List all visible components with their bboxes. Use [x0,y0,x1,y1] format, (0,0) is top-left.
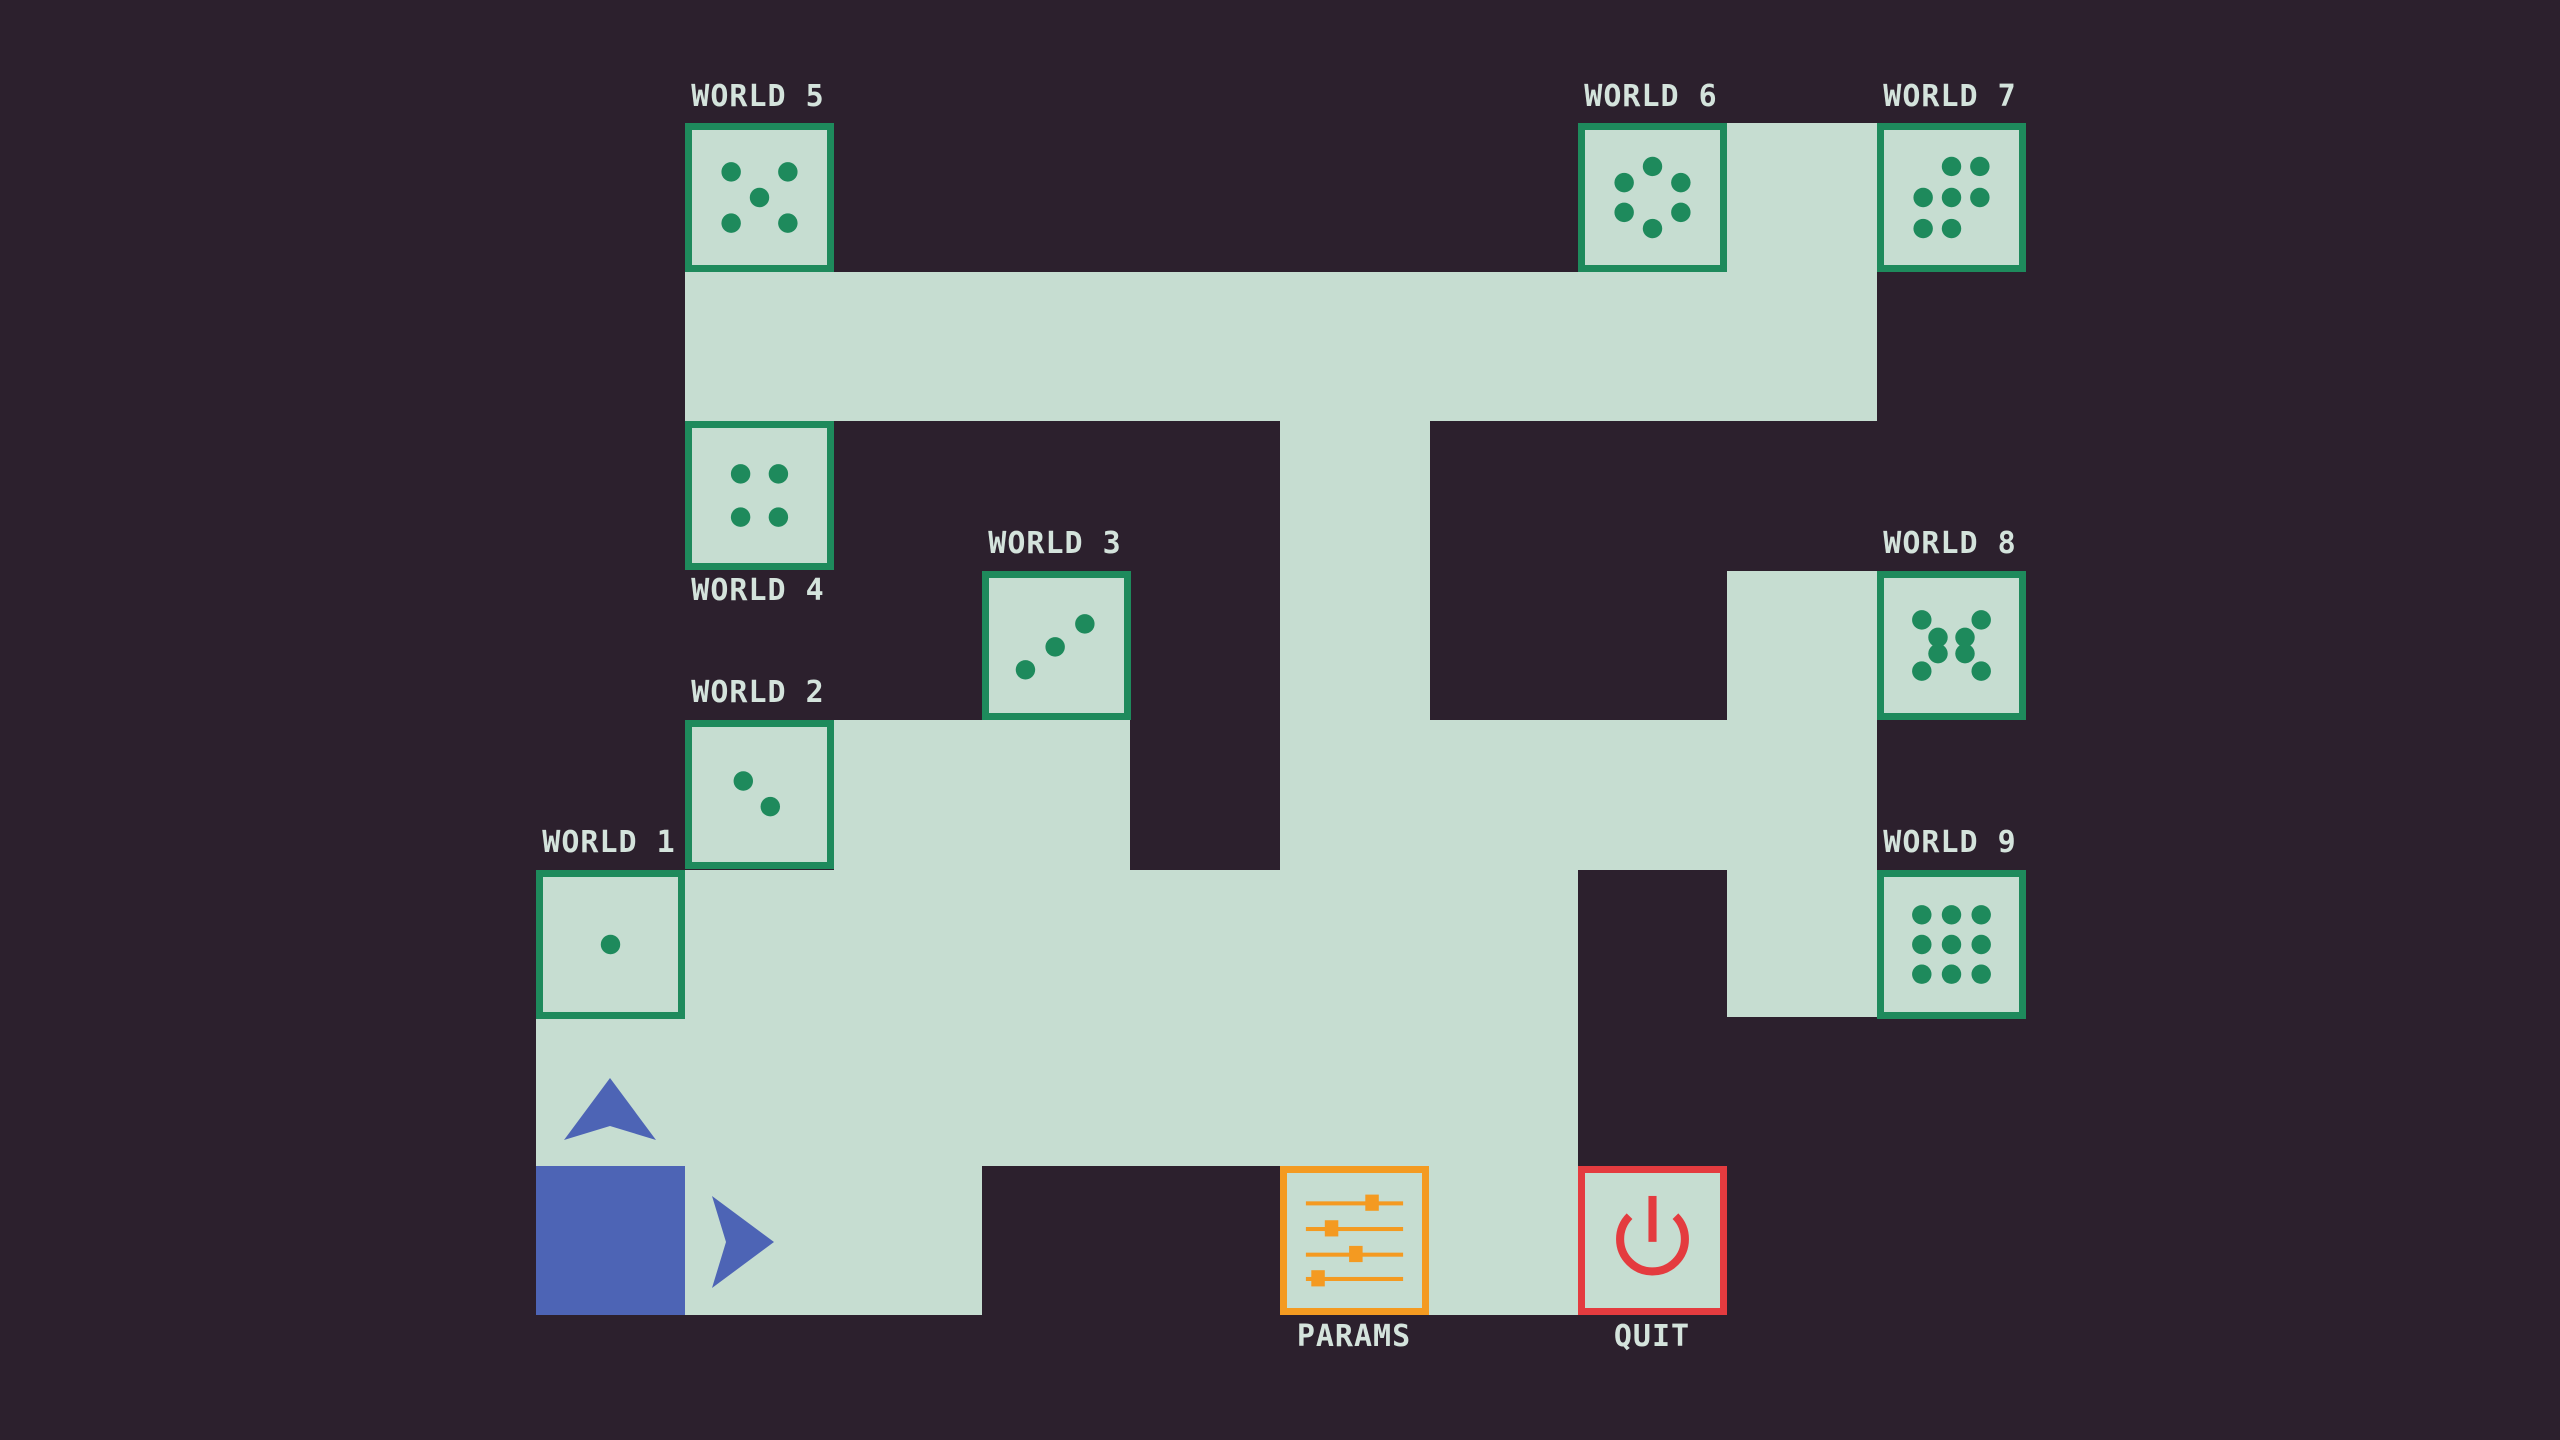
params-label: PARAMS [1296,1319,1412,1354]
world-2-label: WORLD 2 [691,675,825,710]
floor-corridor-top [685,272,1877,421]
pip [1912,905,1932,925]
pip [1928,643,1948,664]
pip [1912,934,1932,955]
floor-south-row [536,1017,1578,1166]
pip [733,771,754,791]
pip [1971,905,1991,925]
world-8-label: WORLD 8 [1883,526,2017,561]
world-7-tile[interactable] [1877,123,2026,272]
world-3-tile[interactable] [982,571,1131,720]
world-2-tile[interactable] [685,720,834,869]
quit-button[interactable] [1578,1166,1727,1315]
pip [721,162,741,182]
pip [1941,187,1962,208]
world-4-tile[interactable] [685,421,834,570]
pip [1941,156,1962,177]
dice-pips-icon [1912,610,1991,681]
pip [1642,218,1663,239]
world-5-tile[interactable] [685,123,834,272]
params-button[interactable] [1280,1166,1429,1315]
dice-pips-icon [733,771,781,817]
pip [1941,964,1962,984]
pip [1671,202,1691,223]
pip [760,796,781,817]
dice-pips-icon [1015,614,1095,680]
pip [1015,660,1036,680]
pip [1912,661,1932,681]
world-9-tile[interactable] [1877,870,2026,1019]
pip [1971,964,1991,984]
pip [749,187,770,208]
pip [1955,627,1975,648]
floor-mid-block [685,870,1578,1017]
pip [730,464,751,484]
dice-pips-icon [1913,156,1990,239]
pip [1912,964,1932,984]
pip [600,934,621,955]
pip [1941,218,1962,239]
pip [1928,627,1948,648]
dice-pips-icon [730,464,789,527]
pip [1970,156,1990,177]
pip [1913,218,1933,239]
world-1-label: WORLD 1 [542,825,676,860]
pip [1913,187,1933,208]
pip [778,213,798,233]
pip [1614,202,1634,223]
pip [778,162,798,182]
pip [1970,187,1990,208]
pip [1955,643,1975,664]
pip [1941,934,1962,955]
pip [1075,614,1095,634]
pip [1971,934,1991,955]
world-9-label: WORLD 9 [1883,825,2017,860]
dice-pips-icon [721,162,798,233]
world-7-label: WORLD 7 [1883,79,2017,114]
floor-east-column [1727,571,1877,1017]
pip [1642,156,1663,177]
world-1-tile[interactable] [536,870,685,1019]
quit-label: QUIT [1613,1319,1691,1354]
dice-pips-icon [1912,905,1991,984]
world-4-label: WORLD 4 [691,573,825,608]
pip [721,213,741,233]
floor-world7-connector [1727,123,1877,421]
world-8-tile[interactable] [1877,571,2026,720]
dice-pips-icon [600,934,621,955]
pip [768,507,789,527]
world-6-tile[interactable] [1578,123,1727,272]
pip [730,507,751,527]
pip [1971,610,1991,630]
floor-world2-row [834,720,1130,870]
arrow-right-icon[interactable] [708,1192,778,1292]
pip [1971,661,1991,681]
player-block [536,1166,685,1315]
pip [1941,905,1962,925]
world-5-label: WORLD 5 [691,79,825,114]
pip [768,464,789,484]
world-6-label: WORLD 6 [1584,79,1718,114]
pip [1671,172,1691,193]
dice-pips-icon [1614,156,1691,239]
pip [1912,610,1932,630]
floor-central-column [1280,421,1430,870]
sliders-icon [1305,1194,1404,1287]
pip [1614,172,1634,193]
power-icon [1616,1195,1689,1276]
world-3-label: WORLD 3 [988,526,1122,561]
arrow-up-icon[interactable] [560,1074,660,1144]
pip [1045,637,1065,657]
